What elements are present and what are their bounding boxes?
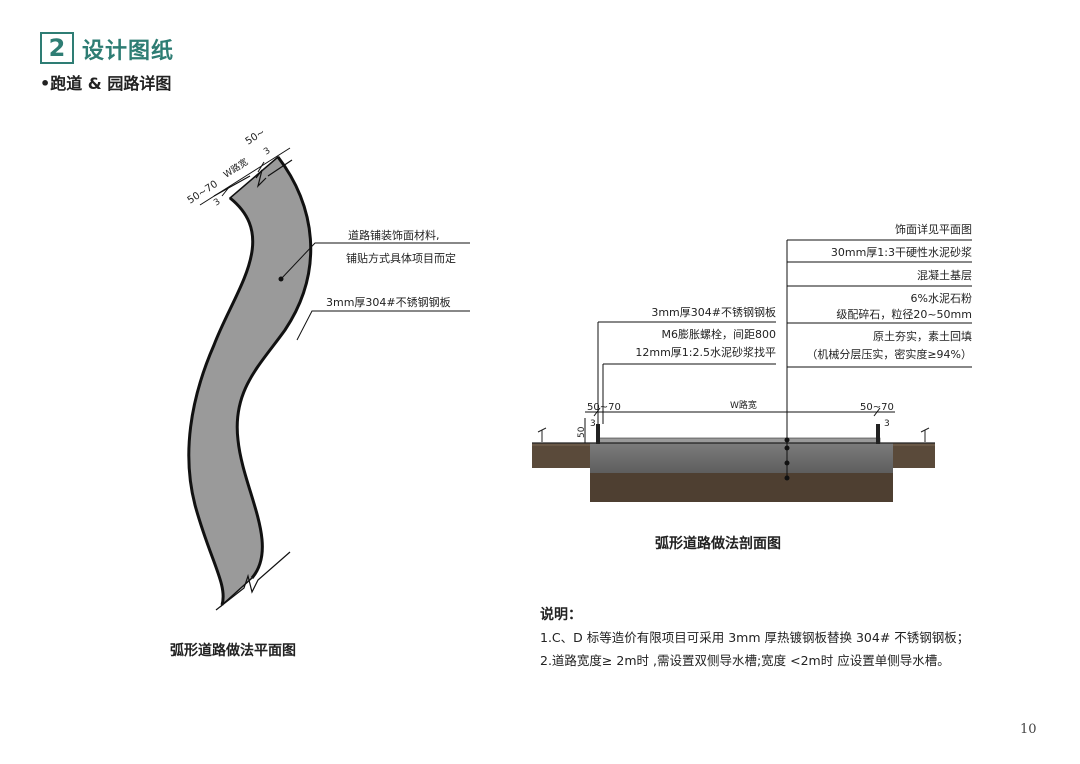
steel-plate-left [596, 424, 600, 444]
finish-surface [597, 437, 881, 444]
soil-fill [893, 446, 935, 468]
plan-dim-tick [257, 161, 265, 173]
break-mark-bottom [215, 551, 291, 611]
notes-line-1: 1.C、D 标等造价有限项目可采用 3mm 厚热镀钢板替换 304# 不锈钢钢板… [540, 630, 970, 645]
section-caption: 弧形道路做法剖面图 [655, 536, 781, 552]
layer-label-subgrade: 原土夯实，素土回填 [873, 329, 972, 343]
page-title: 设计图纸 [82, 39, 175, 64]
section-number-badge: 2 [40, 32, 74, 64]
plan-caption: 弧形道路做法平面图 [170, 643, 296, 659]
notes-title: 说明： [540, 607, 582, 623]
layer-label-concrete: 混凝土基层 [917, 268, 972, 282]
layer-label-compaction: （机械分层压实，密实度≥94%） [806, 347, 972, 361]
layer-dot [784, 437, 790, 443]
plan-view: 50~70 3 W路宽 50~ 3 道路铺装饰面材料, 铺贴方式具体项目而定 3… [186, 127, 470, 611]
section-dim-tick [593, 407, 601, 417]
section-view: 饰面详见平面图 30mm厚1:3干硬性水泥砂浆 混凝土基层 6%水泥石粉 级配碎… [532, 222, 972, 502]
layer-label-finish: 饰面详见平面图 [895, 222, 972, 236]
layer-dot [784, 460, 790, 466]
notes-block: 说明： 1.C、D 标等造价有限项目可采用 3mm 厚热镀钢板替换 304# 不… [540, 604, 969, 673]
page-number: 10 [1020, 722, 1037, 737]
steel-plate-right [876, 424, 880, 444]
soil-bottom [590, 470, 893, 502]
page-subtitle: •跑道 & 园路详图 [40, 74, 172, 93]
section-dim-50: 50 [577, 426, 587, 438]
plan-dim-road-width: W路宽 [221, 156, 250, 181]
plan-dim-tick [221, 185, 231, 197]
callout-leader-1 [280, 242, 470, 280]
section-break-left [537, 427, 547, 442]
plan-dim-left-3: 3 [212, 197, 222, 209]
plan-dim-right-3: 3 [262, 146, 272, 158]
section-break-right [920, 427, 930, 442]
callout-leader-2 [296, 310, 470, 341]
section-dim-road: W路宽 [730, 399, 757, 411]
steel-edge-left [187, 196, 255, 606]
section-dim-3-left: 3 [590, 419, 596, 429]
notes-line-2: 2.道路宽度≥ 2m时 ,需设置双侧导水槽;宽度 <2m时 应设置单侧导水槽。 [540, 653, 950, 668]
plan-dim-line [199, 147, 291, 206]
layer-dot [784, 445, 790, 451]
plan-dim-right-width: 50~ [244, 127, 268, 148]
left-label-bolt: M6膨胀螺栓，间距800 [662, 327, 776, 341]
callout-steel-plate: 3mm厚304#不锈钢钢板 [326, 295, 451, 309]
section-dim-left: 50~70 [587, 402, 621, 413]
section-dim-right: 50~70 [860, 402, 894, 413]
callout-paving-line1: 道路铺装饰面材料, [348, 228, 440, 242]
concrete-base [590, 443, 893, 473]
section-dim-3-right: 3 [884, 419, 890, 429]
layer-label-cement-stone: 6%水泥石粉 [911, 292, 972, 305]
layer-label-mortar: 30mm厚1:3干硬性水泥砂浆 [831, 245, 972, 259]
left-label-steel-plate: 3mm厚304#不锈钢钢板 [651, 305, 776, 319]
callout-paving-line2: 铺贴方式具体项目而定 [346, 251, 456, 265]
layer-dot [784, 475, 790, 481]
layer-label-gravel: 级配碎石，粒径20~50mm [836, 307, 972, 321]
left-label-leveling: 12mm厚1:2.5水泥砂浆找平 [635, 345, 776, 359]
section-dim-tick [873, 407, 881, 417]
steel-edge-right [235, 156, 313, 579]
soil-fill [532, 446, 590, 468]
